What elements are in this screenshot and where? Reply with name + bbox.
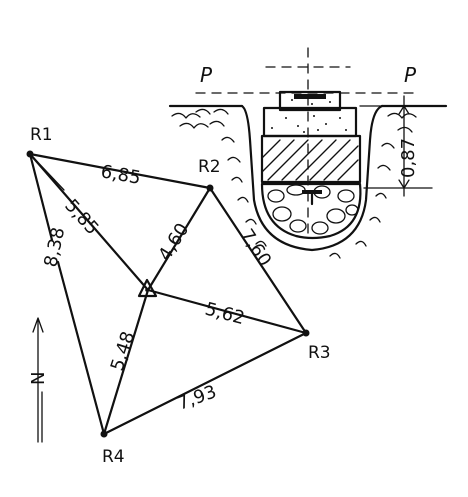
footing-stones xyxy=(267,184,359,235)
plinth-stipple xyxy=(271,99,347,133)
ground-hatch-right xyxy=(329,112,417,259)
line-r1-center xyxy=(28,152,150,292)
line-r1-r4 xyxy=(28,152,106,436)
line-r1-r4-fan xyxy=(29,153,65,191)
center-triangle-marker xyxy=(137,278,158,298)
plinth-lower-step xyxy=(262,106,358,138)
depth-dimension xyxy=(359,95,433,197)
line-r1-r2 xyxy=(28,152,212,190)
foundation-section: P P xyxy=(168,47,448,259)
distance-center-r4: 5,48 xyxy=(107,329,139,374)
station-r4-dot xyxy=(100,430,108,438)
top-marker-bar xyxy=(294,94,326,99)
label-r3: R3 xyxy=(308,343,331,363)
depth-label: 0,87 xyxy=(398,138,419,178)
plinth-upper-step xyxy=(278,90,342,112)
label-r2: R2 xyxy=(198,157,221,177)
line-center-r4 xyxy=(102,288,150,436)
distance-center-r3: 5,62 xyxy=(203,299,247,330)
distance-r4-r3: 7,93 xyxy=(175,381,220,414)
footing-marker-bar xyxy=(302,190,322,194)
distance-r1-r2: 6,85 xyxy=(99,161,142,189)
trench-outline xyxy=(240,104,384,252)
label-r4: R4 xyxy=(102,447,125,467)
line-r4-r3 xyxy=(102,331,308,436)
line-r2-center xyxy=(146,186,212,292)
distance-r1-r4: 8,38 xyxy=(40,225,69,269)
station-r3-dot xyxy=(302,329,310,337)
foundation-hatch xyxy=(261,139,359,181)
ground-hatch-left xyxy=(171,108,267,247)
station-r1-dot xyxy=(26,150,34,158)
north-arrow: N xyxy=(28,317,49,443)
line-center-r3 xyxy=(146,288,308,335)
station-r2-dot xyxy=(206,184,214,192)
north-label: N xyxy=(28,372,49,385)
center-point xyxy=(145,288,149,292)
level-label-left: P xyxy=(200,63,213,87)
level-label-right: P xyxy=(404,63,417,87)
line-r2-r3 xyxy=(208,186,308,335)
label-r1: R1 xyxy=(30,125,53,145)
